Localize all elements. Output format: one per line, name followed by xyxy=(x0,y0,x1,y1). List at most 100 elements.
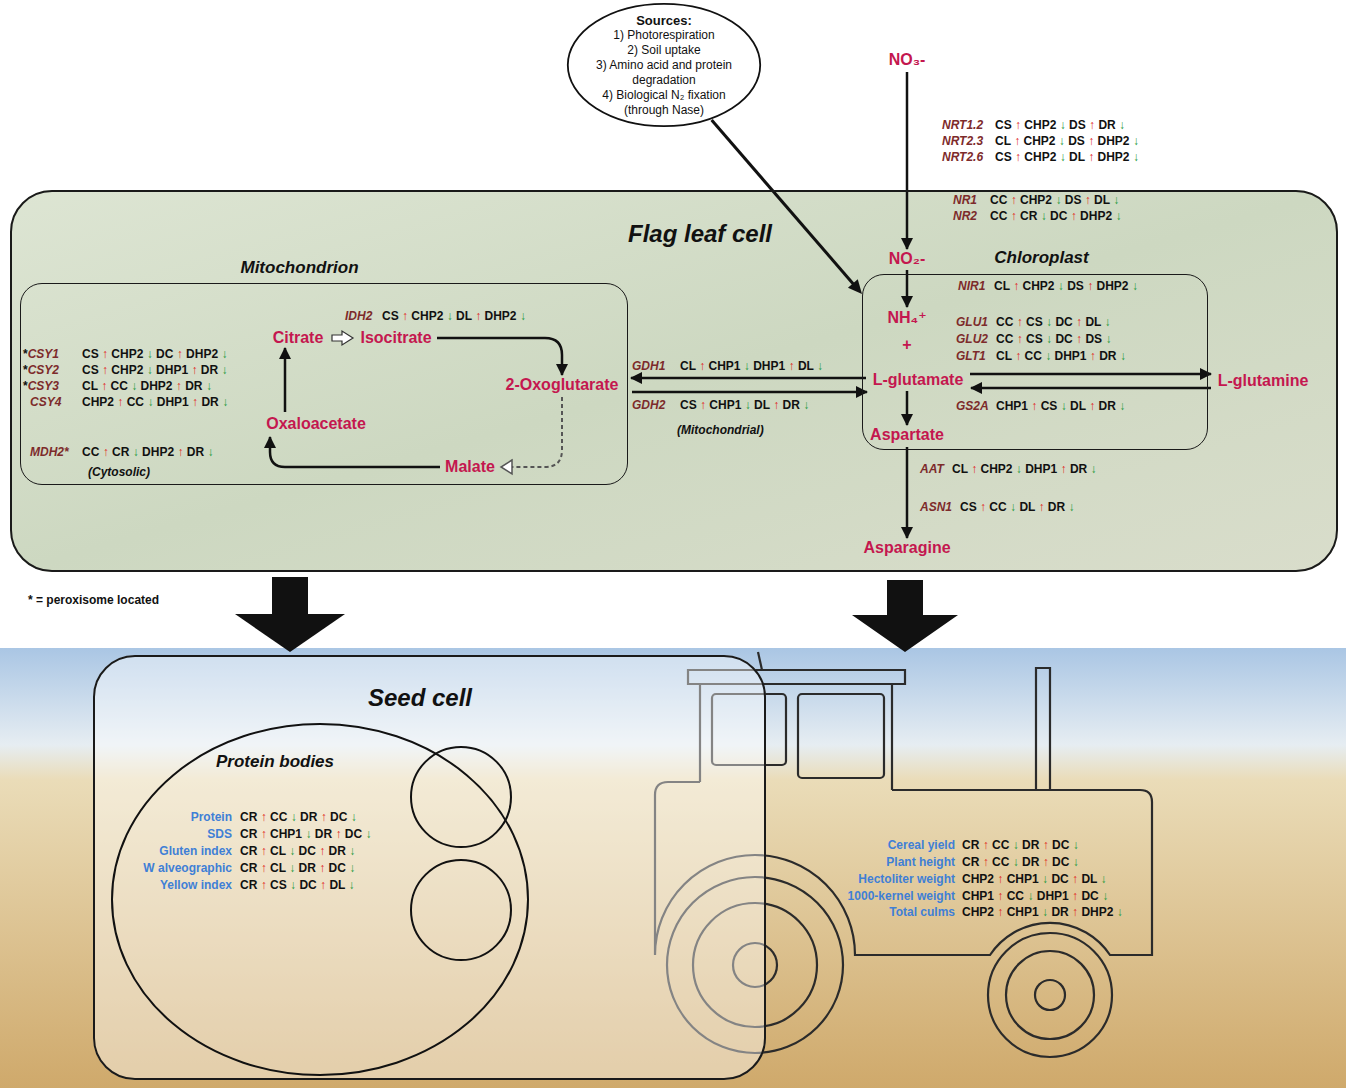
block-arrow xyxy=(235,577,345,652)
trait-name: Gluten index xyxy=(159,844,232,858)
condition-code: DHP2 xyxy=(141,379,173,393)
up-arrow: ↑ xyxy=(1088,134,1094,148)
condition-code: CS xyxy=(82,347,99,361)
condition-code: CHP2 xyxy=(962,905,994,919)
up-arrow: ↑ xyxy=(192,395,198,409)
tractor-antenna xyxy=(758,652,762,670)
condition-code: CHP2 xyxy=(962,872,994,886)
down-arrow: ↓ xyxy=(147,347,153,361)
block-arrow xyxy=(852,580,958,652)
condition-code: DR xyxy=(299,861,316,875)
source-item: 2) Soil uptake xyxy=(589,43,739,58)
gene-name: GLU2 xyxy=(956,332,988,346)
up-arrow: ↑ xyxy=(971,462,977,476)
field-backdrop xyxy=(0,648,1346,1088)
expression-pattern: CL ↑ CC ↓ DHP2 ↑ DR ↓ xyxy=(82,379,212,393)
gene-name: ASN1 xyxy=(920,500,952,514)
down-arrow: ↓ xyxy=(289,861,295,875)
down-arrow: ↓ xyxy=(520,309,526,323)
pathway-arrow xyxy=(970,373,1211,376)
peroxisome-mark: * xyxy=(23,379,28,393)
note-text: (Mitochondrial) xyxy=(677,423,764,437)
box-title: Mitochondrion xyxy=(240,257,358,277)
up-arrow: ↑ xyxy=(1089,118,1095,132)
condition-code: CS xyxy=(1026,315,1043,329)
up-arrow: ↑ xyxy=(1017,315,1023,329)
condition-code: DL xyxy=(1085,315,1101,329)
down-arrow: ↓ xyxy=(207,445,213,459)
condition-code: DR xyxy=(1051,905,1068,919)
down-arrow: ↓ xyxy=(1120,349,1126,363)
box-title: Protein bodies xyxy=(216,752,334,772)
expression-pattern: CHP2 ↑ CHP1 ↓ DR ↑ DHP2 ↓ xyxy=(962,905,1123,919)
up-arrow: ↑ xyxy=(321,810,327,824)
up-arrow: ↑ xyxy=(1087,279,1093,293)
condition-code: CC xyxy=(990,209,1007,223)
up-arrow: ↑ xyxy=(1015,118,1021,132)
condition-code: CR xyxy=(962,855,979,869)
condition-code: CS xyxy=(960,500,977,514)
up-arrow: ↑ xyxy=(1015,349,1021,363)
down-arrow: ↓ xyxy=(447,309,453,323)
expression-pattern: CS ↑ CHP2 ↓ DS ↑ DR ↓ xyxy=(995,118,1125,132)
hollow-arrow-head xyxy=(501,460,512,474)
up-arrow: ↑ xyxy=(997,889,1003,903)
condition-code: DL xyxy=(329,878,345,892)
trait-name: 1000-kernel weight xyxy=(848,889,955,903)
expression-pattern: CR ↑ CS ↓ DC ↑ DL ↓ xyxy=(240,878,355,892)
pathway-arrows xyxy=(270,72,1211,538)
up-arrow: ↑ xyxy=(1014,134,1020,148)
connector-arrow xyxy=(712,120,862,294)
gene-name: CSY4 xyxy=(30,395,61,409)
down-arrow: ↓ xyxy=(147,395,153,409)
down-arrow: ↓ xyxy=(1013,838,1019,852)
condition-code: DS xyxy=(1067,279,1084,293)
down-arrow: ↓ xyxy=(349,844,355,858)
condition-code: CHP2 xyxy=(411,309,443,323)
condition-code: CHP2 xyxy=(1024,150,1056,164)
condition-code: CR xyxy=(240,861,257,875)
condition-code: DS xyxy=(1069,118,1086,132)
expression-pattern: CC ↑ CS ↓ DC ↑ DL ↓ xyxy=(996,315,1111,329)
condition-code: DL xyxy=(456,309,472,323)
condition-code: DR xyxy=(1022,838,1039,852)
up-arrow: ↑ xyxy=(700,398,706,412)
up-arrow: ↑ xyxy=(261,861,267,875)
up-arrow: ↑ xyxy=(102,363,108,377)
condition-code: DHP2 xyxy=(1098,134,1130,148)
expression-pattern: CS ↑ CHP2 ↓ DHP1 ↑ DR ↓ xyxy=(82,363,227,377)
source-item: 3) Amino acid and protein degradation xyxy=(589,58,739,88)
up-arrow: ↑ xyxy=(191,363,197,377)
condition-code: CC xyxy=(1024,349,1041,363)
condition-code: DHP2 xyxy=(1097,279,1129,293)
condition-code: DR xyxy=(1098,118,1115,132)
condition-code: CC xyxy=(996,315,1013,329)
condition-code: DC xyxy=(156,347,173,361)
down-arrow: ↓ xyxy=(744,359,750,373)
condition-code: CL xyxy=(270,844,286,858)
condition-code: CS xyxy=(1041,399,1058,413)
expression-pattern: CS ↑ CHP2 ↓ DL ↑ DHP2 ↓ xyxy=(995,150,1139,164)
condition-code: DC xyxy=(1052,855,1069,869)
up-arrow: ↑ xyxy=(1015,150,1021,164)
down-arrow: ↓ xyxy=(1010,500,1016,514)
down-arrow: ↓ xyxy=(221,347,227,361)
tractor-window xyxy=(798,694,884,778)
down-arrow: ↓ xyxy=(221,363,227,377)
trait-name: Plant height xyxy=(886,855,955,869)
condition-code: CL xyxy=(996,349,1012,363)
up-arrow: ↑ xyxy=(1013,279,1019,293)
expression-pattern: CL ↑ CHP2 ↓ DS ↑ DHP2 ↓ xyxy=(994,279,1138,293)
condition-code: CR xyxy=(240,827,257,841)
metabolite-label: + xyxy=(902,335,911,354)
gene-code: CSY2 xyxy=(28,363,59,377)
up-arrow: ↑ xyxy=(980,500,986,514)
condition-code: CR xyxy=(962,838,979,852)
condition-code: DL xyxy=(1081,872,1097,886)
down-arrow: ↓ xyxy=(1133,150,1139,164)
condition-code: CL xyxy=(994,279,1010,293)
condition-code: CHP2 xyxy=(1020,193,1052,207)
condition-code: CHP1 xyxy=(1007,905,1039,919)
